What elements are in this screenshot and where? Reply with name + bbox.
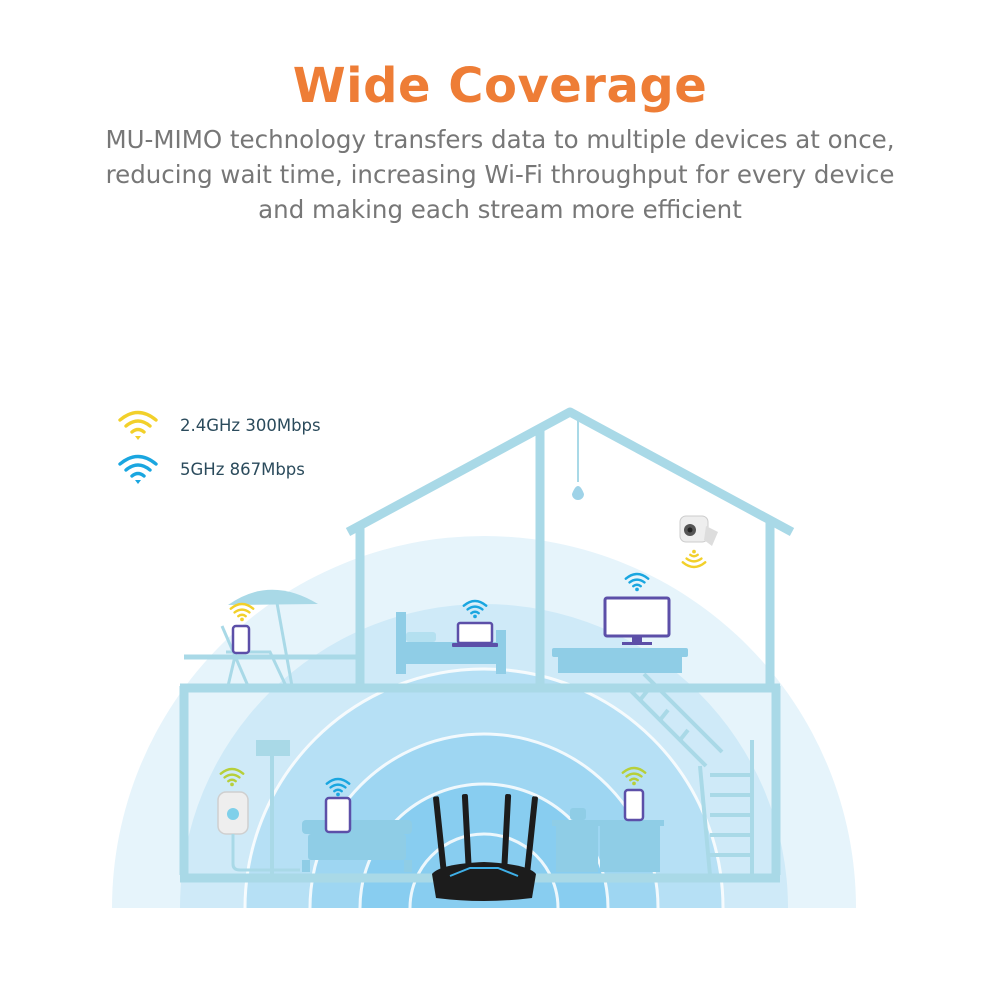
subtitle-line: and making each stream more efficient [258,195,742,224]
legend-item-5ghz: 5GHz 867Mbps [116,450,376,494]
page-subtitle: MU-MIMO technology transfers data to mul… [80,122,920,227]
router-icon [432,794,538,901]
camera-icon [679,515,718,546]
bed-icon [396,612,506,674]
tablet-icon [324,796,352,834]
staircase-icon [626,672,754,876]
legend-label: 5GHz 867Mbps [180,460,305,479]
ceiling-lamp-icon [572,486,584,500]
wifi-yellow-icon [118,410,158,440]
page-title: Wide Coverage [292,58,708,114]
house-coverage-illustration [112,407,856,909]
phone-icon [231,624,251,655]
band-legend: 2.4GHz 300Mbps 5GHz 867Mbps [116,406,376,494]
smart-plug-icon [217,791,300,872]
legend-label: 2.4GHz 300Mbps [180,416,321,435]
umbrella-icon [228,589,318,687]
tv-cabinet-icon [552,648,688,673]
lamp-icon [256,740,290,875]
subtitle-line: MU-MIMO technology transfers data to mul… [105,125,895,154]
wifi-blue-icon [118,454,158,484]
subtitle-line: reducing wait time, increasing Wi-Fi thr… [105,160,895,189]
laptop-icon [452,621,498,647]
kitchen-icon [552,808,664,872]
tv-icon [603,596,671,645]
phone-icon [623,788,645,822]
legend-item-24ghz: 2.4GHz 300Mbps [116,406,376,450]
